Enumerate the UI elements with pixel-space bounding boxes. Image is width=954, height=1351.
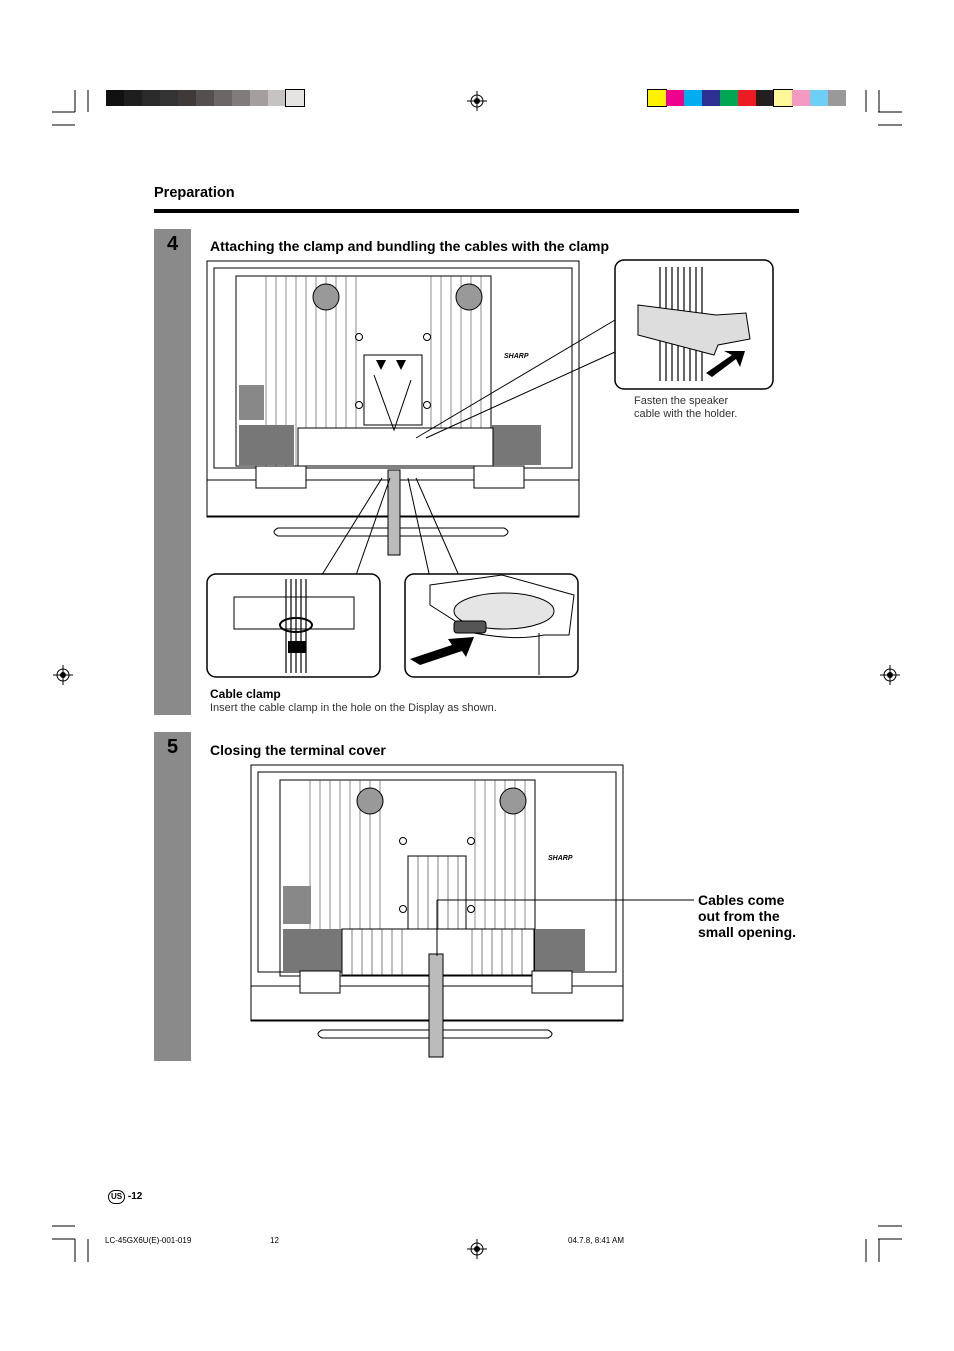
- gray-bar-swatch: [124, 90, 142, 106]
- color-bar-swatch: [810, 90, 828, 106]
- registration-target-top: [467, 91, 487, 111]
- callout-leader-lines: [415, 319, 616, 439]
- page-number-text: -12: [127, 1191, 143, 1202]
- gray-bar-swatch: [250, 90, 268, 106]
- gray-bar-swatch: [268, 90, 286, 106]
- color-bar-swatch: [720, 90, 738, 106]
- step-4-title: Attaching the clamp and bundling the cab…: [210, 238, 610, 254]
- clamp-insert-detail: [404, 573, 579, 678]
- country-badge: US: [108, 1190, 126, 1204]
- tv-rear-closed-illustration: SHARP: [250, 764, 694, 1058]
- clamp-leader-lines: [319, 477, 461, 579]
- gray-bar-swatch: [196, 90, 214, 106]
- color-bar-swatch: [684, 90, 702, 106]
- tv-brand-logo: SHARP: [504, 353, 529, 360]
- cable-clamp-text: Insert the cable clamp in the hole on th…: [210, 702, 497, 714]
- page-number: US -12: [108, 1190, 142, 1204]
- color-bar-swatch: [647, 89, 667, 107]
- callout-text-line2: cable with the holder.: [634, 408, 738, 420]
- footer-page: 12: [270, 1236, 279, 1245]
- gray-bar-swatch: [142, 90, 160, 106]
- footer-timestamp: 04.7.8, 8:41 AM: [568, 1236, 625, 1245]
- step-5-number: 5: [166, 736, 179, 758]
- color-bar-swatch: [738, 90, 756, 106]
- callout-text-line1: Fasten the speaker: [634, 395, 729, 407]
- gray-bar-swatch: [160, 90, 178, 106]
- gray-bar-swatch: [106, 90, 124, 106]
- step-4-bar: [154, 229, 191, 715]
- color-bar-swatch: [702, 90, 720, 106]
- section-title: Preparation: [154, 185, 235, 201]
- gray-bar-swatch: [285, 89, 305, 107]
- color-bar-swatch: [773, 89, 793, 107]
- speaker-holder-detail: [614, 259, 774, 390]
- color-bar-swatch: [828, 90, 846, 106]
- cables-label-line1: Cables come: [698, 892, 785, 908]
- cable-clamp-heading: Cable clamp: [210, 687, 281, 701]
- tv-rear-illustration: SHARP: [206, 260, 580, 556]
- footer-file: LC-45GX6U(E)-001-019: [105, 1236, 192, 1245]
- registration-target-right: [880, 665, 900, 685]
- tv-brand-logo-step5: SHARP: [548, 855, 573, 862]
- step-4-number: 4: [166, 233, 179, 255]
- color-bar-swatch: [666, 90, 684, 106]
- cables-label-line3: small opening.: [698, 924, 797, 940]
- color-bar-swatch: [756, 90, 774, 106]
- step-5-bar: [154, 732, 191, 1061]
- color-bar-swatch: [792, 90, 810, 106]
- gray-bar-swatch: [178, 90, 196, 106]
- gray-bar-swatch: [214, 90, 232, 106]
- gray-bar-swatch: [232, 90, 250, 106]
- cables-label-line2: out from the: [698, 908, 780, 924]
- section-rule: [154, 209, 799, 213]
- registration-target-left: [53, 665, 73, 685]
- step-5-title: Closing the terminal cover: [210, 742, 386, 758]
- registration-target-bottom: [467, 1239, 487, 1259]
- cable-clamp-detail: [206, 573, 381, 678]
